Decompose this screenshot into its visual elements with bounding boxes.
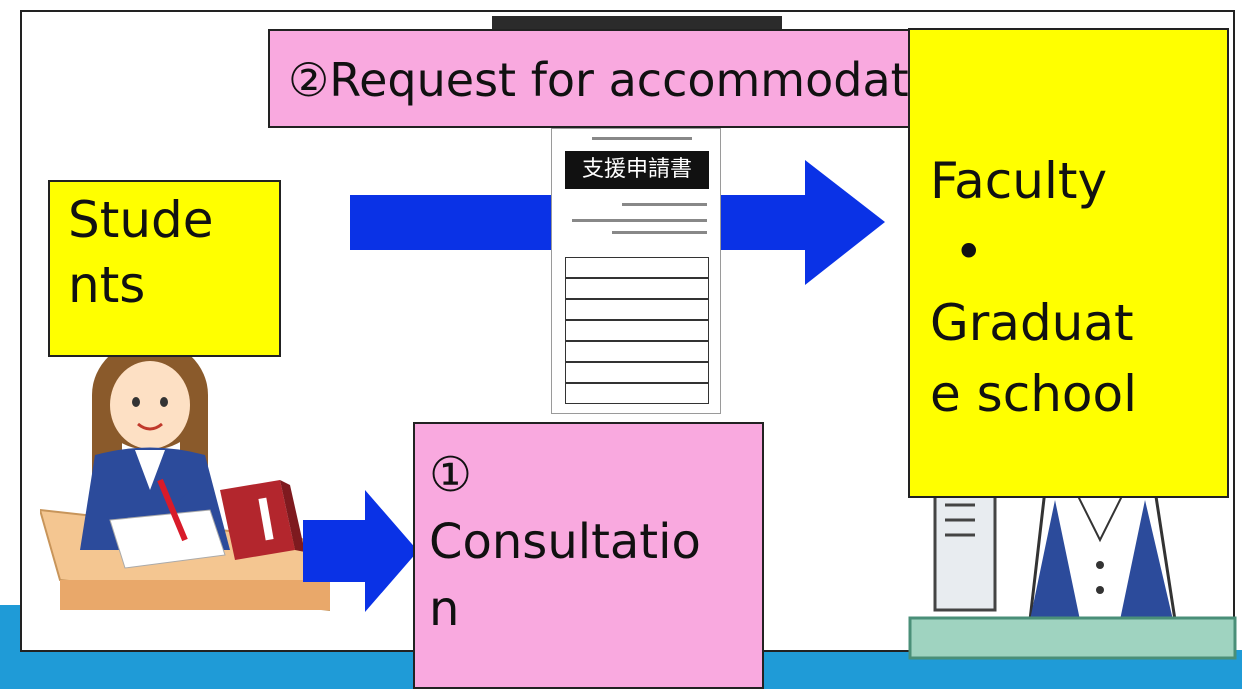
faculty-line-1: Faculty — [930, 152, 1108, 210]
application-form: 支援申請書 — [551, 128, 721, 414]
faculty-line-3: Graduat — [930, 294, 1134, 352]
student-illustration — [40, 340, 330, 612]
faculty-line-4: e school — [930, 365, 1137, 423]
arrow-to-consultation — [303, 490, 418, 612]
students-line-2: nts — [68, 256, 146, 314]
left-band — [0, 605, 20, 689]
form-title: 支援申請書 — [565, 151, 709, 189]
faculty-graduate-school-label: Faculty • Graduat e school — [908, 28, 1229, 498]
consultation-label: ① Consultatio n — [413, 422, 764, 689]
staff-illustration — [908, 478, 1237, 660]
consultation-line-1: Consultatio — [429, 514, 701, 571]
students-line-1: Stude — [68, 191, 214, 249]
consultation-number: ① — [429, 447, 473, 503]
top-strip — [492, 16, 782, 30]
students-label: Stude nts — [48, 180, 281, 357]
consultation-line-2: n — [429, 581, 460, 638]
faculty-bullet: • — [954, 223, 984, 281]
